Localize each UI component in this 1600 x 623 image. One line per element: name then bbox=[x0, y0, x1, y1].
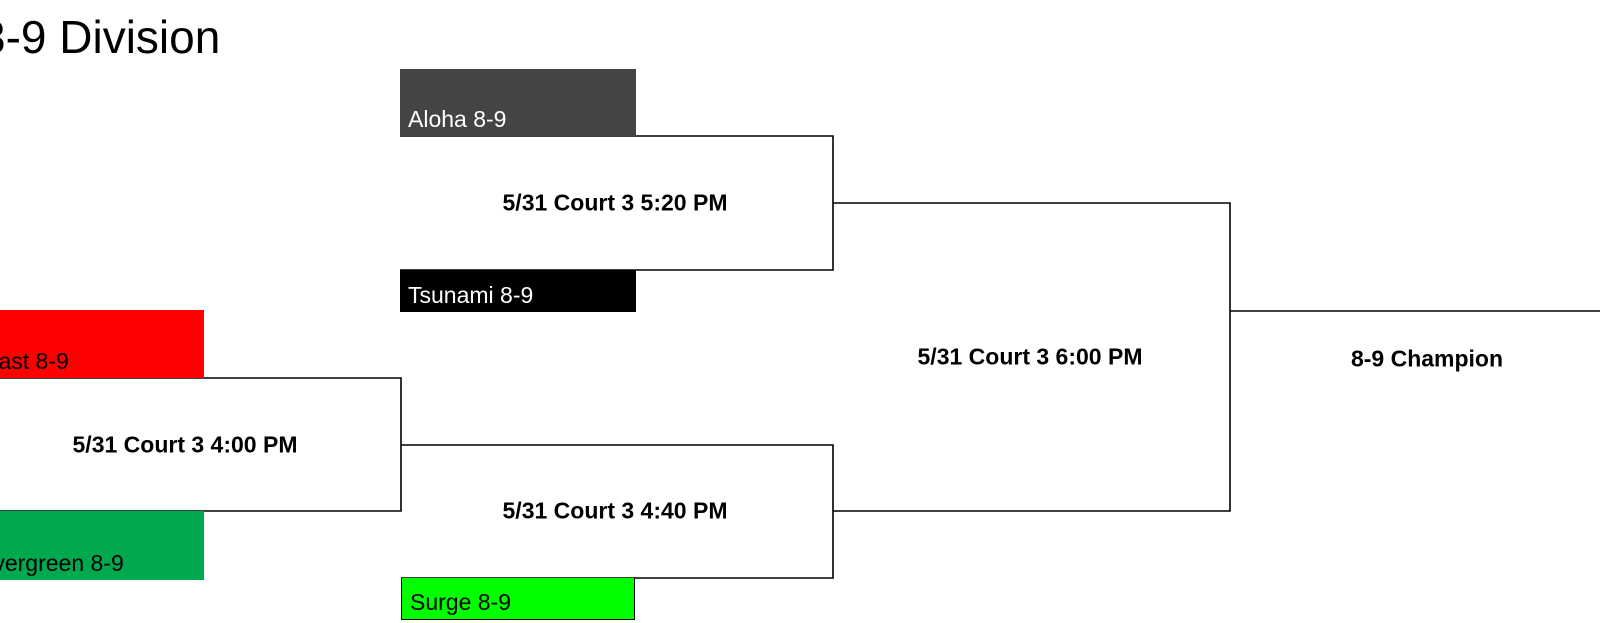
team-label: Surge 8-9 bbox=[410, 589, 512, 615]
team-label: Aloha 8-9 bbox=[408, 106, 507, 132]
match-semi-top: 5/31 Court 3 5:20 PM bbox=[502, 189, 728, 216]
team-label: Evergreen 8-9 bbox=[0, 550, 124, 576]
final-connector bbox=[833, 202, 1231, 512]
team-label: Blast 8-9 bbox=[0, 348, 69, 374]
match-semi-bottom: 5/31 Court 3 4:40 PM bbox=[502, 497, 728, 524]
match-round1: 5/31 Court 3 4:00 PM bbox=[72, 431, 298, 458]
team-slot-surge: Surge 8-9 bbox=[401, 578, 635, 620]
team-label: Tsunami 8-9 bbox=[408, 282, 534, 308]
champion-label: 8-9 Champion bbox=[1350, 345, 1504, 372]
division-title: 3-9 Division bbox=[0, 11, 221, 63]
team-slot-evergreen: Evergreen 8-9 bbox=[0, 511, 204, 580]
team-slot-blast: Blast 8-9 bbox=[0, 310, 204, 378]
team-slot-aloha: Aloha 8-9 bbox=[400, 69, 636, 136]
team-slot-tsunami: Tsunami 8-9 bbox=[400, 270, 636, 312]
match-final: 5/31 Court 3 6:00 PM bbox=[917, 343, 1143, 370]
